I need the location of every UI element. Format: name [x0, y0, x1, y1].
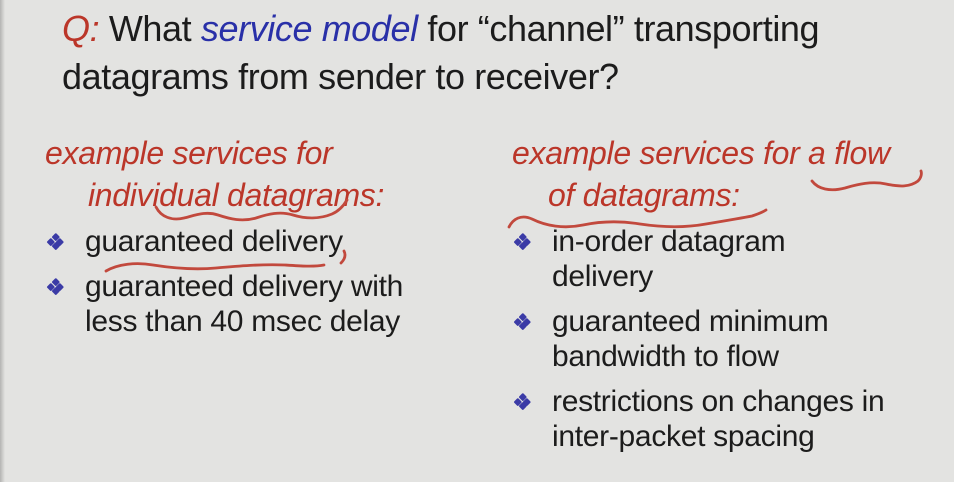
item-line: guaranteed minimum — [552, 305, 829, 338]
four-diamond-bullet-icon — [513, 312, 532, 331]
item-line: guaranteed delivery — [85, 225, 343, 258]
list-item: restrictions on changes in inter-packet … — [512, 384, 954, 454]
four-diamond-bullet-icon — [46, 277, 65, 296]
list-item: guaranteed minimum bandwidth to flow — [512, 304, 954, 374]
question-label: Q: — [62, 8, 100, 49]
right-heading-line2: of datagrams: — [548, 177, 740, 213]
list-item-text: guaranteed delivery — [85, 224, 343, 259]
right-bullet-list: in-order datagram delivery guaranteed mi… — [512, 224, 954, 454]
list-item: guaranteed delivery with less than 40 ms… — [45, 269, 485, 339]
item-line: restrictions on changes in — [552, 385, 885, 418]
right-heading-line1: example services for a flow — [512, 135, 890, 171]
question-highlight: service model — [200, 8, 418, 49]
left-column-heading: example services for individual datagram… — [45, 132, 485, 216]
question-line2: datagrams from sender to receiver? — [62, 56, 619, 97]
item-line: in-order datagram — [552, 225, 786, 258]
right-column-heading: example services for a flow of datagrams… — [512, 132, 954, 216]
left-heading-line1: example services for — [45, 135, 333, 171]
question-line1-post: for “channel” transporting — [417, 8, 820, 49]
four-diamond-bullet-icon — [46, 232, 65, 251]
list-item-text: restrictions on changes in inter-packet … — [552, 384, 885, 454]
item-line: inter-packet spacing — [552, 420, 815, 453]
question-line1-pre: What — [99, 8, 201, 49]
four-diamond-bullet-icon — [513, 392, 532, 411]
list-item: guaranteed delivery — [45, 224, 485, 259]
list-item-text: in-order datagram delivery — [552, 224, 786, 294]
item-line: delivery — [552, 260, 653, 293]
column-individual-datagrams: example services for individual datagram… — [45, 132, 485, 349]
four-diamond-bullet-icon — [513, 232, 532, 251]
list-item-text: guaranteed minimum bandwidth to flow — [552, 304, 829, 374]
question-line1: Q: What service model for “channel” tran… — [62, 5, 912, 53]
list-item: in-order datagram delivery — [512, 224, 954, 294]
list-item-text: guaranteed delivery with less than 40 ms… — [85, 269, 403, 339]
left-heading-line2: individual datagrams: — [88, 177, 385, 213]
item-line: guaranteed delivery with — [85, 270, 403, 303]
left-bullet-list: guaranteed delivery guaranteed delivery … — [45, 224, 485, 339]
left-edge-shadow — [0, 0, 5, 482]
column-flow-of-datagrams: example services for a flow of datagrams… — [512, 132, 954, 464]
item-line: bandwidth to flow — [552, 340, 779, 373]
item-line: less than 40 msec delay — [85, 305, 400, 338]
question: Q: What service model for “channel” tran… — [62, 5, 912, 101]
